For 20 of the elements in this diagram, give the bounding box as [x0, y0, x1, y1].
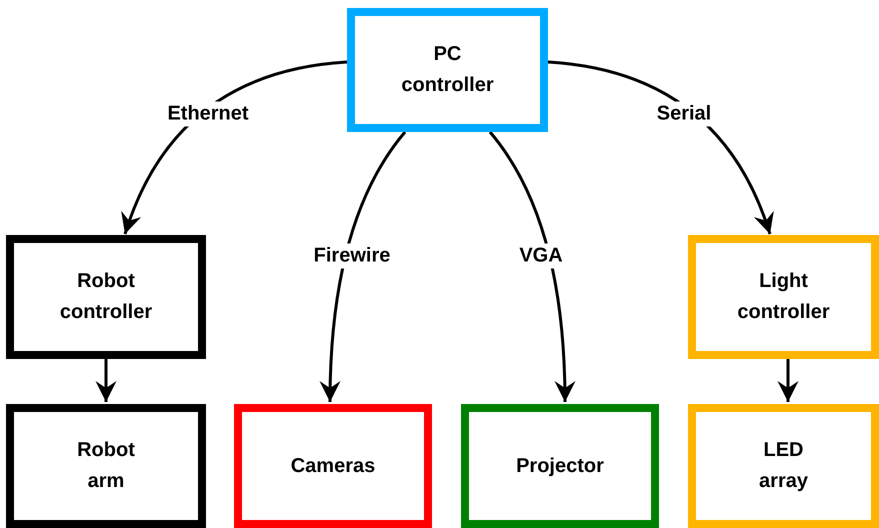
box-label: Robot arm — [76, 438, 136, 494]
process-box — [347, 8, 548, 132]
arrow — [488, 131, 576, 402]
box-label: Light controller — [736, 269, 831, 325]
box-label: LED array — [758, 438, 809, 494]
box-label: Cameras — [290, 454, 376, 478]
process-box — [6, 404, 206, 528]
arrow — [122, 60, 348, 234]
box-label: Robot controller — [58, 269, 154, 325]
process-box — [688, 404, 879, 528]
box-label: PC controller — [400, 42, 495, 98]
arrow — [778, 359, 798, 402]
arrow — [96, 359, 116, 402]
box-label: Projector — [515, 454, 605, 478]
arrow — [320, 131, 406, 402]
process-box — [6, 235, 206, 359]
arrow — [548, 60, 773, 234]
process-box — [234, 404, 432, 528]
process-box — [688, 235, 879, 359]
process-box — [461, 404, 659, 528]
